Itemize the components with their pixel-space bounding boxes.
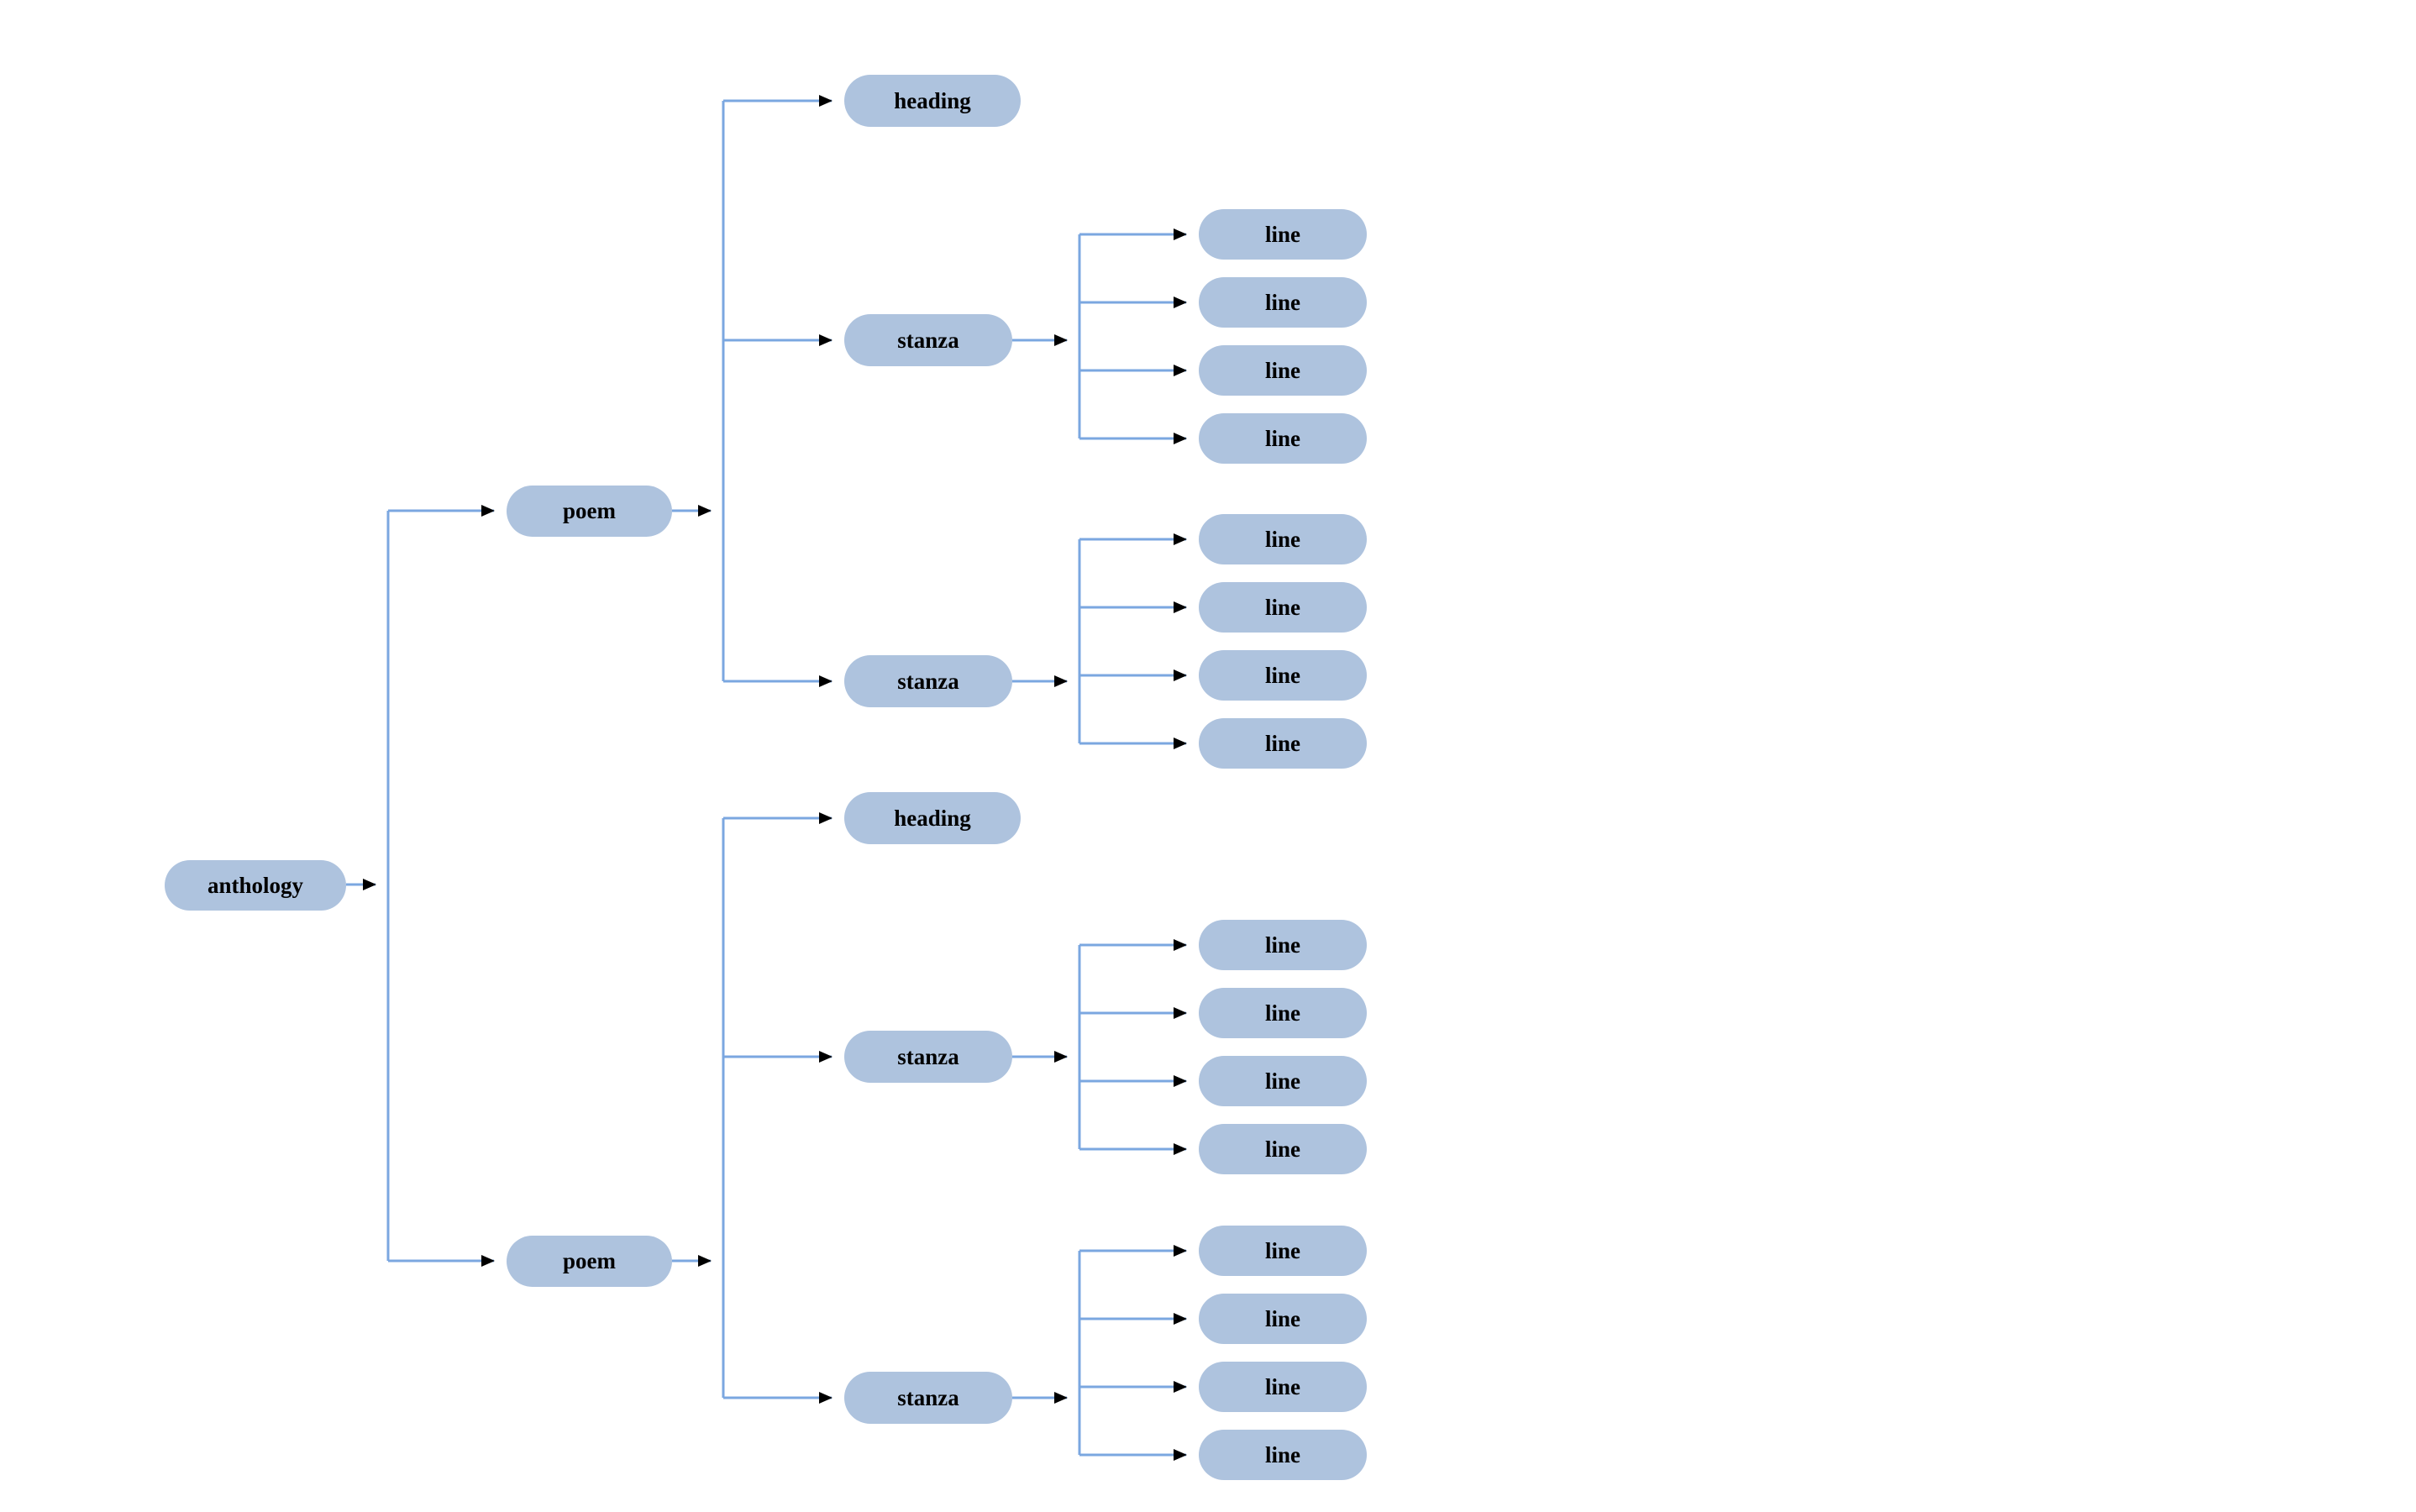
node-line-14[interactable]: line (1199, 1294, 1367, 1344)
node-anthology[interactable]: anthology (165, 860, 346, 911)
node-line-10-label: line (1264, 1000, 1300, 1026)
node-line-16-label: line (1264, 1441, 1300, 1467)
node-heading-1-label: heading (894, 87, 971, 113)
node-line-4-label: line (1264, 425, 1300, 451)
node-line-10[interactable]: line (1199, 988, 1367, 1038)
node-line-9-label: line (1264, 932, 1300, 958)
node-stanza-2[interactable]: stanza (844, 655, 1012, 707)
node-line-15-label: line (1264, 1373, 1300, 1399)
node-line-4[interactable]: line (1199, 413, 1367, 464)
node-line-9[interactable]: line (1199, 920, 1367, 970)
node-poem-1-label: poem (563, 498, 616, 523)
node-poem-2[interactable]: poem (507, 1236, 672, 1287)
node-line-1-label: line (1264, 221, 1300, 247)
node-anthology-label: anthology (207, 872, 304, 898)
node-line-8[interactable]: line (1199, 718, 1367, 769)
node-poem-2-label: poem (563, 1248, 616, 1273)
node-line-1[interactable]: line (1199, 209, 1367, 260)
node-line-3[interactable]: line (1199, 345, 1367, 396)
node-heading-2-label: heading (894, 805, 971, 831)
node-line-12-label: line (1264, 1136, 1300, 1162)
node-heading-1[interactable]: heading (844, 75, 1021, 127)
node-line-12[interactable]: line (1199, 1124, 1367, 1174)
node-line-13[interactable]: line (1199, 1226, 1367, 1276)
node-line-8-label: line (1264, 730, 1300, 756)
node-line-16[interactable]: line (1199, 1430, 1367, 1480)
node-line-7-label: line (1264, 662, 1300, 688)
node-stanza-4-label: stanza (897, 1384, 959, 1410)
node-line-5[interactable]: line (1199, 514, 1367, 564)
node-line-2-label: line (1264, 289, 1300, 315)
node-line-6-label: line (1264, 594, 1300, 620)
node-line-13-label: line (1264, 1237, 1300, 1263)
node-line-11[interactable]: line (1199, 1056, 1367, 1106)
node-line-2[interactable]: line (1199, 277, 1367, 328)
node-poem-1[interactable]: poem (507, 486, 672, 537)
node-heading-2[interactable]: heading (844, 792, 1021, 844)
node-stanza-4[interactable]: stanza (844, 1372, 1012, 1424)
node-line-3-label: line (1264, 357, 1300, 383)
node-stanza-1[interactable]: stanza (844, 314, 1012, 366)
node-line-15[interactable]: line (1199, 1362, 1367, 1412)
node-line-14-label: line (1264, 1305, 1300, 1331)
node-stanza-3-label: stanza (897, 1043, 959, 1069)
node-stanza-2-label: stanza (897, 668, 959, 694)
node-line-5-label: line (1264, 526, 1300, 552)
node-stanza-1-label: stanza (897, 327, 959, 353)
node-line-7[interactable]: line (1199, 650, 1367, 701)
node-line-6[interactable]: line (1199, 582, 1367, 633)
node-stanza-3[interactable]: stanza (844, 1031, 1012, 1083)
node-line-11-label: line (1264, 1068, 1300, 1094)
